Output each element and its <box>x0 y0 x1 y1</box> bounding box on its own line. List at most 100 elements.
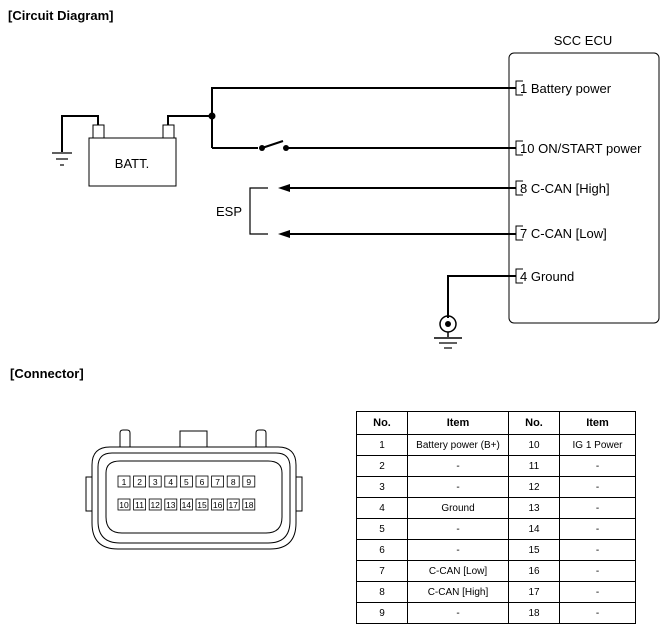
table-cell: Ground <box>407 497 509 519</box>
connector-pin-number: 18 <box>244 500 254 510</box>
connector-pin-box <box>180 475 193 488</box>
table-cell: 7 <box>356 560 408 582</box>
table-cell: 11 <box>508 455 560 477</box>
connector-pin-box <box>226 475 240 488</box>
table-cell: 14 <box>508 518 560 540</box>
table-cell: 3 <box>356 476 408 498</box>
connector-pin-box <box>117 475 131 488</box>
connector-pin-number: 8 <box>231 477 236 487</box>
connector-pin-number: 6 <box>200 477 205 487</box>
table-row: 2-11- <box>356 455 636 477</box>
table-cell: - <box>407 602 509 624</box>
pin-4-label: 4 Ground <box>520 269 574 284</box>
table-cell: 10 <box>508 434 560 456</box>
table-cell: 5 <box>356 518 408 540</box>
pin-10-label: 10 ON/START power <box>520 141 642 156</box>
connector-pin-number: 1 <box>122 477 127 487</box>
pin-1-label: 1 Battery power <box>520 81 612 96</box>
connector-pin-box <box>211 475 225 488</box>
wire-battery-plus <box>167 115 212 125</box>
connector-pin-number: 15 <box>197 500 207 510</box>
table-cell: - <box>559 539 636 561</box>
table-cell: 2 <box>356 455 408 477</box>
table-cell: 17 <box>508 581 560 603</box>
pin-8-label: 8 C-CAN [High] <box>520 181 610 196</box>
connector-pin-number: 7 <box>215 477 220 487</box>
wire-battery-minus <box>61 115 99 152</box>
wire-ground <box>447 275 516 318</box>
battery-terminal-minus <box>92 124 105 139</box>
connector-pin-box <box>226 498 240 511</box>
table-row: 9-18- <box>356 602 636 624</box>
table-cell: - <box>559 560 636 582</box>
connector-pin-number: 17 <box>228 500 238 510</box>
table-cell: 1 <box>356 434 408 456</box>
table-cell: - <box>407 476 509 498</box>
table-cell: 13 <box>508 497 560 519</box>
table-cell: Battery power (B+) <box>407 434 509 456</box>
connector-pin-box <box>164 475 178 488</box>
wire-battery-power <box>211 87 516 148</box>
connector-pin-box <box>195 498 209 511</box>
connector-pin-number: 11 <box>135 500 144 510</box>
header-item-2: Item <box>559 411 636 435</box>
battery-terminal-plus <box>162 124 175 139</box>
table-row: 3-12- <box>356 476 636 498</box>
connector-title: [Connector] <box>10 366 84 381</box>
table-cell: 16 <box>508 560 560 582</box>
pin-7-label: 7 C-CAN [Low] <box>520 226 607 241</box>
connector-pin-number: 9 <box>246 477 251 487</box>
table-cell: 15 <box>508 539 560 561</box>
connector-pin-box <box>242 475 256 488</box>
junction-dot <box>208 112 216 120</box>
esp-label: ESP <box>216 204 242 219</box>
table-cell: - <box>559 476 636 498</box>
table-cell: - <box>559 455 636 477</box>
table-cell: - <box>559 581 636 603</box>
battery-label: BATT. <box>115 156 149 171</box>
header-item-1: Item <box>407 411 509 435</box>
connector-pin-box <box>180 498 193 511</box>
table-cell: - <box>559 497 636 519</box>
table-cell: 9 <box>356 602 408 624</box>
table-cell: - <box>407 518 509 540</box>
table-cell: - <box>407 539 509 561</box>
table-cell: IG 1 Power <box>559 434 636 456</box>
switch-symbol <box>259 140 289 151</box>
connector-pin-number: 13 <box>166 500 176 510</box>
table-cell: - <box>559 602 636 624</box>
connector-pin-number: 4 <box>168 477 173 487</box>
connector-pin-number: 5 <box>184 477 189 487</box>
connector-pin-box <box>133 498 146 511</box>
circuit-diagram: SCC ECU 1 Battery power 10 ON/START powe… <box>52 33 660 349</box>
connector-pin-number: 3 <box>153 477 158 487</box>
connector-pin-box <box>117 498 131 511</box>
table-cell: C-CAN [High] <box>407 581 509 603</box>
circuit-diagram-title: [Circuit Diagram] <box>8 8 114 23</box>
connector-pin-number: 10 <box>119 500 129 510</box>
table-cell: 18 <box>508 602 560 624</box>
table-cell: - <box>559 518 636 540</box>
battery-ground-icon <box>52 152 72 166</box>
connector-pin-number: 16 <box>213 500 223 510</box>
connector-pin-number: 12 <box>150 500 160 510</box>
battery-box <box>88 137 177 187</box>
ecu-name: SCC ECU <box>554 33 613 48</box>
connector-pin-number: 2 <box>137 477 142 487</box>
table-header-row: No. Item No. Item <box>356 411 636 435</box>
ecu-ground-icon <box>434 315 462 349</box>
connector-pin-box <box>164 498 178 511</box>
esp-bracket <box>249 187 268 235</box>
can-high-arrow <box>278 184 290 192</box>
can-low-arrow <box>278 230 290 238</box>
connector-pin-box <box>195 475 209 488</box>
table-cell: C-CAN [Low] <box>407 560 509 582</box>
table-row: 6-15- <box>356 539 636 561</box>
